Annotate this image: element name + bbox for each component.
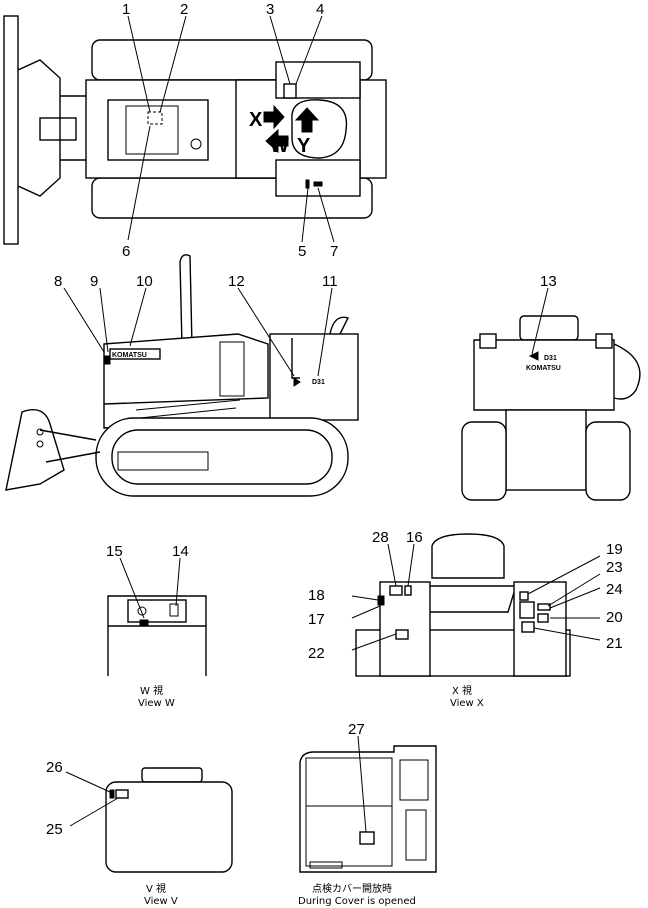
exhaust-stack [179, 254, 193, 347]
decal-19-x [519, 591, 529, 601]
rear-frame [505, 409, 587, 491]
decal-22-x [395, 629, 409, 640]
decal-3-top [283, 83, 297, 99]
callout-5: 5 [298, 243, 306, 260]
callout-7: 7 [330, 243, 338, 260]
decal-7-top [313, 181, 323, 187]
view-x-seat-cushion [423, 585, 517, 613]
view-v-top [141, 767, 203, 783]
view-w-caption-jp: W 視 [140, 684, 163, 697]
callout-19: 19 [606, 541, 623, 558]
callout-8: 8 [54, 273, 62, 290]
top-view-drawing: X W Y 1 2 3 4 6 5 7 [3, 1, 387, 260]
decal-27-cover [359, 831, 375, 845]
brand-rear: KOMATSU [526, 365, 561, 372]
callout-26: 26 [46, 759, 63, 776]
view-w-arrow [265, 128, 289, 154]
callout-18: 18 [308, 587, 325, 604]
callout-23: 23 [606, 559, 623, 576]
callout-20: 20 [606, 609, 623, 626]
callout-11: 11 [322, 273, 338, 290]
decal-26-v [109, 789, 115, 799]
decal-8-side [103, 355, 111, 365]
rear-track-right [585, 421, 631, 501]
view-x-left-console [379, 581, 431, 677]
rear-seat [519, 315, 579, 341]
view-x-marker: X [249, 109, 263, 131]
callout-1: 1 [122, 1, 130, 18]
view-v-panel [105, 781, 233, 873]
view-w-marker: W [270, 135, 289, 157]
seat-top [291, 99, 348, 159]
side-hood [103, 333, 269, 405]
cover-outline [299, 745, 437, 873]
komatsu-plate-side [109, 348, 161, 360]
view-x-seat-back [431, 533, 505, 579]
view-w-plate [127, 599, 187, 623]
rear-track-left [461, 421, 507, 501]
callout-28: 28 [372, 529, 389, 546]
callout-21: 21 [606, 635, 623, 652]
model-rear: D31 [544, 355, 557, 362]
engine-hood [107, 99, 209, 161]
view-v-caption-jp: V 視 [146, 882, 166, 895]
cover-opened-drawing: 27 点検カバー開放時 During Cover is opened [298, 721, 437, 907]
callout-27: 27 [348, 721, 365, 738]
view-y-marker: Y [297, 135, 311, 157]
callout-6: 6 [122, 243, 130, 260]
blade-top [3, 15, 19, 245]
model-side: D31 [312, 379, 325, 386]
fender-right [275, 159, 361, 197]
view-x-drawing: 28 16 18 17 22 19 23 24 20 21 X 視 View X [308, 529, 623, 709]
callout-22: 22 [308, 645, 325, 662]
decal-23-x [519, 601, 535, 619]
view-v-drawing: 26 25 V 視 View V [46, 759, 233, 907]
callout-17: 17 [308, 611, 325, 628]
callout-2: 2 [180, 1, 188, 18]
decal-18-x [377, 595, 385, 606]
view-x-caption: View X [450, 698, 484, 709]
callout-3: 3 [266, 1, 274, 18]
decal-16-x [404, 585, 412, 596]
callout-14: 14 [172, 543, 189, 560]
callout-9: 9 [90, 273, 98, 290]
callout-13: 13 [540, 273, 557, 290]
decal-20-x [537, 613, 549, 623]
decal-12-arrow [293, 377, 301, 387]
rear-body [473, 339, 615, 411]
side-fender [269, 333, 359, 421]
blade-side [5, 409, 65, 491]
callout-16: 16 [406, 529, 423, 546]
decal-28-x [389, 585, 403, 596]
callout-24: 24 [606, 581, 623, 598]
decal-24-x [537, 603, 551, 611]
view-x-caption-jp: X 視 [452, 684, 472, 697]
callout-10: 10 [136, 273, 153, 290]
decal-15-w [139, 619, 149, 626]
cover-caption: During Cover is opened [298, 896, 416, 907]
side-view-drawing: KOMATSU D31 8 9 10 12 11 [5, 254, 359, 497]
callout-4: 4 [316, 1, 324, 18]
rear-view-drawing: D31 KOMATSU 13 [461, 273, 641, 501]
view-y-arrow [294, 107, 320, 133]
decal-5-top [305, 179, 310, 189]
brand-side: KOMATSU [112, 352, 147, 359]
cover-caption-jp: 点検カバー開放時 [312, 882, 392, 895]
view-w-caption: View W [138, 698, 175, 709]
callout-12: 12 [228, 273, 245, 290]
callout-25: 25 [46, 821, 63, 838]
view-x-arrow [263, 104, 285, 130]
decal-25-v [115, 789, 129, 799]
decal-13-arrow [528, 351, 539, 361]
decal-21-x [521, 621, 535, 633]
callout-15: 15 [106, 543, 123, 560]
view-w-drawing: 15 14 W 視 View W [106, 543, 207, 709]
view-v-caption: View V [144, 896, 178, 907]
